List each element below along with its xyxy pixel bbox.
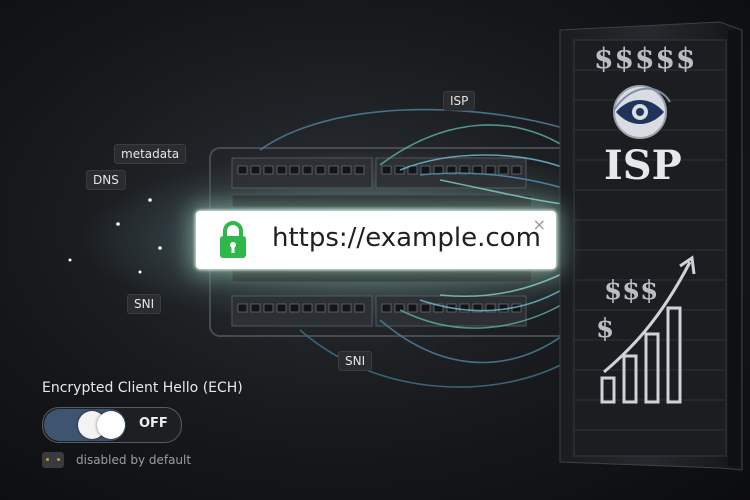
- url-bar[interactable]: https://example.com ×: [196, 211, 556, 269]
- toggle-state-label: OFF: [139, 416, 168, 431]
- toggle-knob[interactable]: [97, 411, 125, 439]
- server-dollars-top: $$$$$: [594, 42, 697, 75]
- ech-note-row: disabled by default: [42, 452, 191, 468]
- light-streaks-left: [10, 187, 200, 273]
- label-metadata: metadata: [114, 144, 187, 164]
- server-isp-logo: ISP: [604, 142, 682, 189]
- url-text[interactable]: https://example.com: [272, 223, 541, 253]
- label-sni-bottom: SNI: [338, 351, 373, 371]
- growth-arrow-icon: [600, 255, 696, 404]
- server-dollars-mid: $$$: [604, 276, 659, 306]
- cables: [259, 108, 571, 388]
- label-isp: ISP: [443, 91, 476, 111]
- lock-icon: [220, 221, 246, 258]
- label-sni-left: SNI: [127, 294, 162, 314]
- server-dollar-low: $: [596, 314, 615, 344]
- ech-title: Encrypted Client Hello (ECH): [42, 380, 243, 396]
- patch-panel: [209, 147, 571, 337]
- eye-logo-icon: [613, 85, 671, 139]
- card-icon: [42, 452, 64, 468]
- close-icon[interactable]: ×: [532, 215, 546, 234]
- isp-server-rack: [559, 21, 743, 471]
- label-dns: DNS: [86, 170, 126, 190]
- ech-toggle[interactable]: OFF: [42, 407, 182, 443]
- ech-note: disabled by default: [76, 453, 192, 467]
